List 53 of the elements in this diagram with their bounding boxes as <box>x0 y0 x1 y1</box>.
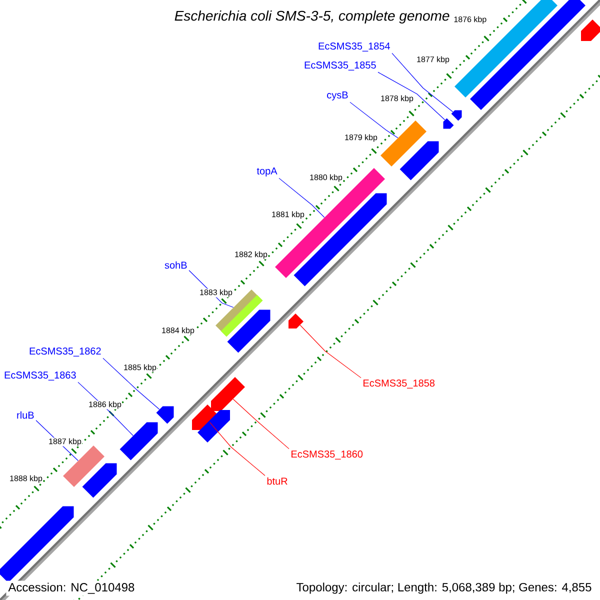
gene-label: cysB <box>327 92 348 100</box>
tick-label: 1877 kbp <box>416 56 450 64</box>
gene-block <box>581 20 600 41</box>
tick-label: 1884 kbp <box>161 326 195 336</box>
leader-line <box>378 72 446 120</box>
tick-label: 1887 kbp <box>48 438 82 446</box>
tick-label: 1880 kbp <box>309 174 343 182</box>
gene-block <box>380 120 426 166</box>
gene-block <box>288 314 304 328</box>
leader-line <box>210 422 266 476</box>
gene-block <box>198 410 230 442</box>
gene-block <box>120 422 158 460</box>
gene-label: EcSMS35_1855 <box>304 62 376 70</box>
gene-label: topA <box>256 168 278 176</box>
gene-block <box>454 0 558 98</box>
gene-block <box>192 404 218 430</box>
gene-label: EcSMS35_1862 <box>30 348 101 356</box>
gene-block <box>63 446 104 487</box>
gene-label: EcSMS35_1863 <box>4 372 76 380</box>
title: Escherichia coli SMS-3-5, complete genome <box>174 10 450 24</box>
gene-block <box>470 0 586 110</box>
tick-label: 1881 kbp <box>271 210 305 220</box>
tick-label: 1886 kbp <box>88 400 122 410</box>
gene-label: rluB <box>17 411 34 419</box>
leader-line <box>232 398 290 450</box>
gene-label: EcSMS35_1858 <box>364 380 435 388</box>
gene-block <box>227 310 270 353</box>
leader-line <box>392 52 454 112</box>
footer-text: Accession: NC_010498 <box>6 580 137 596</box>
tick-label: 1888 kbp <box>9 474 43 484</box>
gene-block <box>211 377 245 411</box>
gene-block <box>400 141 439 180</box>
tick-label: 1883 kbp <box>199 288 233 298</box>
gene-block <box>451 110 462 121</box>
footer-text: Topology: circular; Length: 5,068,389 bp; Genes: 4,855 <box>294 580 594 596</box>
gene-label: EcSMS35_1860 <box>292 450 363 460</box>
leader-line <box>102 358 160 410</box>
gene-block <box>294 193 387 286</box>
tick-label: 1878 kbp <box>380 94 414 104</box>
tick-label: 1882 kbp <box>234 250 268 260</box>
gene-label: btuR <box>267 477 288 485</box>
leader-line <box>278 178 325 218</box>
tick-label: 1879 kbp <box>344 134 378 142</box>
gene-block <box>443 118 454 129</box>
leader-line <box>350 102 398 138</box>
gene-block <box>156 406 174 424</box>
gene-label: sohB <box>164 261 187 269</box>
gene-label: EcSMS35_1854 <box>318 42 390 52</box>
leader-line <box>300 324 362 378</box>
tick-label: 1885 kbp <box>123 364 157 372</box>
gene-block <box>0 506 74 583</box>
tick-label: 1876 kbp <box>453 16 488 24</box>
gene-block <box>82 463 117 498</box>
